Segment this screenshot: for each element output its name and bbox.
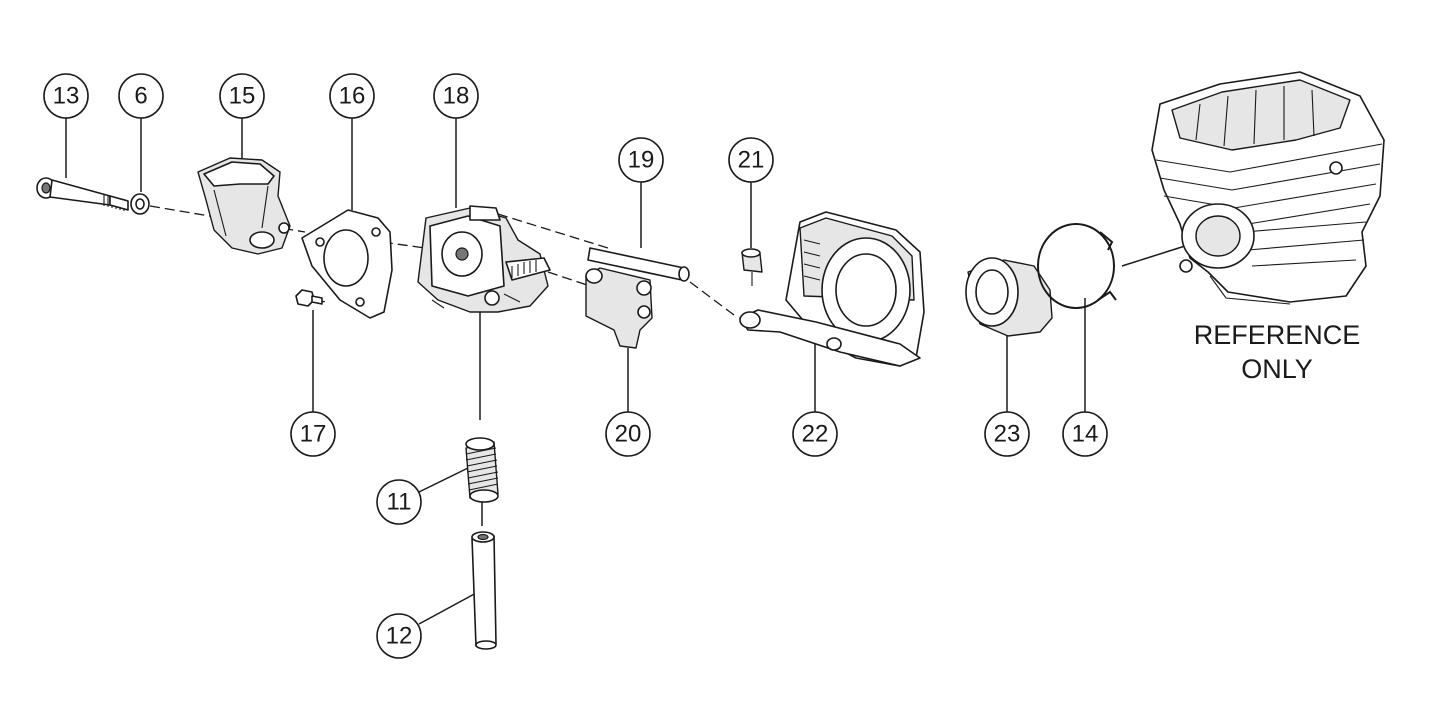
reference-note: REFERENCE ONLY [1194, 320, 1361, 384]
callout-20-label: 20 [615, 421, 642, 448]
callout-21: 21 [728, 137, 774, 183]
fuel-tube-part-19 [587, 247, 690, 282]
callout-11: 11 [376, 479, 422, 525]
callout-17-label: 17 [300, 421, 327, 448]
screw-part-21 [741, 248, 763, 286]
callout-23: 23 [984, 411, 1030, 457]
callout-14: 14 [1062, 411, 1108, 457]
callout-16: 16 [329, 73, 375, 119]
callout-13: 13 [43, 73, 89, 119]
gasket-plate-part-16 [301, 209, 393, 319]
callout-12-label: 12 [386, 623, 413, 650]
callout-23-label: 23 [994, 421, 1021, 448]
ring-clamp-part-14 [1037, 223, 1117, 309]
intake-elbow-part-15 [197, 157, 291, 255]
callout-11-label: 11 [387, 489, 412, 516]
callout-12: 12 [376, 613, 422, 659]
bracket-part-20 [585, 267, 653, 349]
callout-14-label: 14 [1072, 421, 1099, 448]
callout-20: 20 [605, 411, 651, 457]
callout-6: 6 [118, 73, 164, 119]
reference-note-line-2: ONLY [1241, 354, 1313, 384]
callout-19: 19 [618, 137, 664, 183]
callout-18: 18 [433, 73, 479, 119]
screw-part-17 [295, 289, 323, 307]
washer-part-6 [130, 193, 150, 215]
spring-part-11 [465, 437, 499, 503]
leader-lines [65, 118, 1186, 625]
intake-boot-part-23 [965, 257, 1053, 337]
callout-22-label: 22 [802, 421, 829, 448]
callout-6-label: 6 [134, 83, 147, 110]
reference-cylinder [1151, 71, 1385, 305]
carburetor-part-18 [417, 205, 551, 313]
callout-22: 22 [792, 411, 838, 457]
callout-21-label: 21 [738, 147, 765, 174]
callout-15-label: 15 [229, 83, 256, 110]
callout-17: 17 [290, 411, 336, 457]
callout-19-label: 19 [628, 147, 655, 174]
reference-note-line-1: REFERENCE [1194, 320, 1361, 350]
callout-16-label: 16 [339, 83, 366, 110]
callout-18-label: 18 [443, 83, 470, 110]
pin-part-12 [471, 531, 497, 650]
callout-13-label: 13 [53, 83, 80, 110]
callout-15: 15 [219, 73, 265, 119]
airbox-plate-part-22 [739, 211, 925, 367]
bolt-part-13 [36, 177, 129, 211]
